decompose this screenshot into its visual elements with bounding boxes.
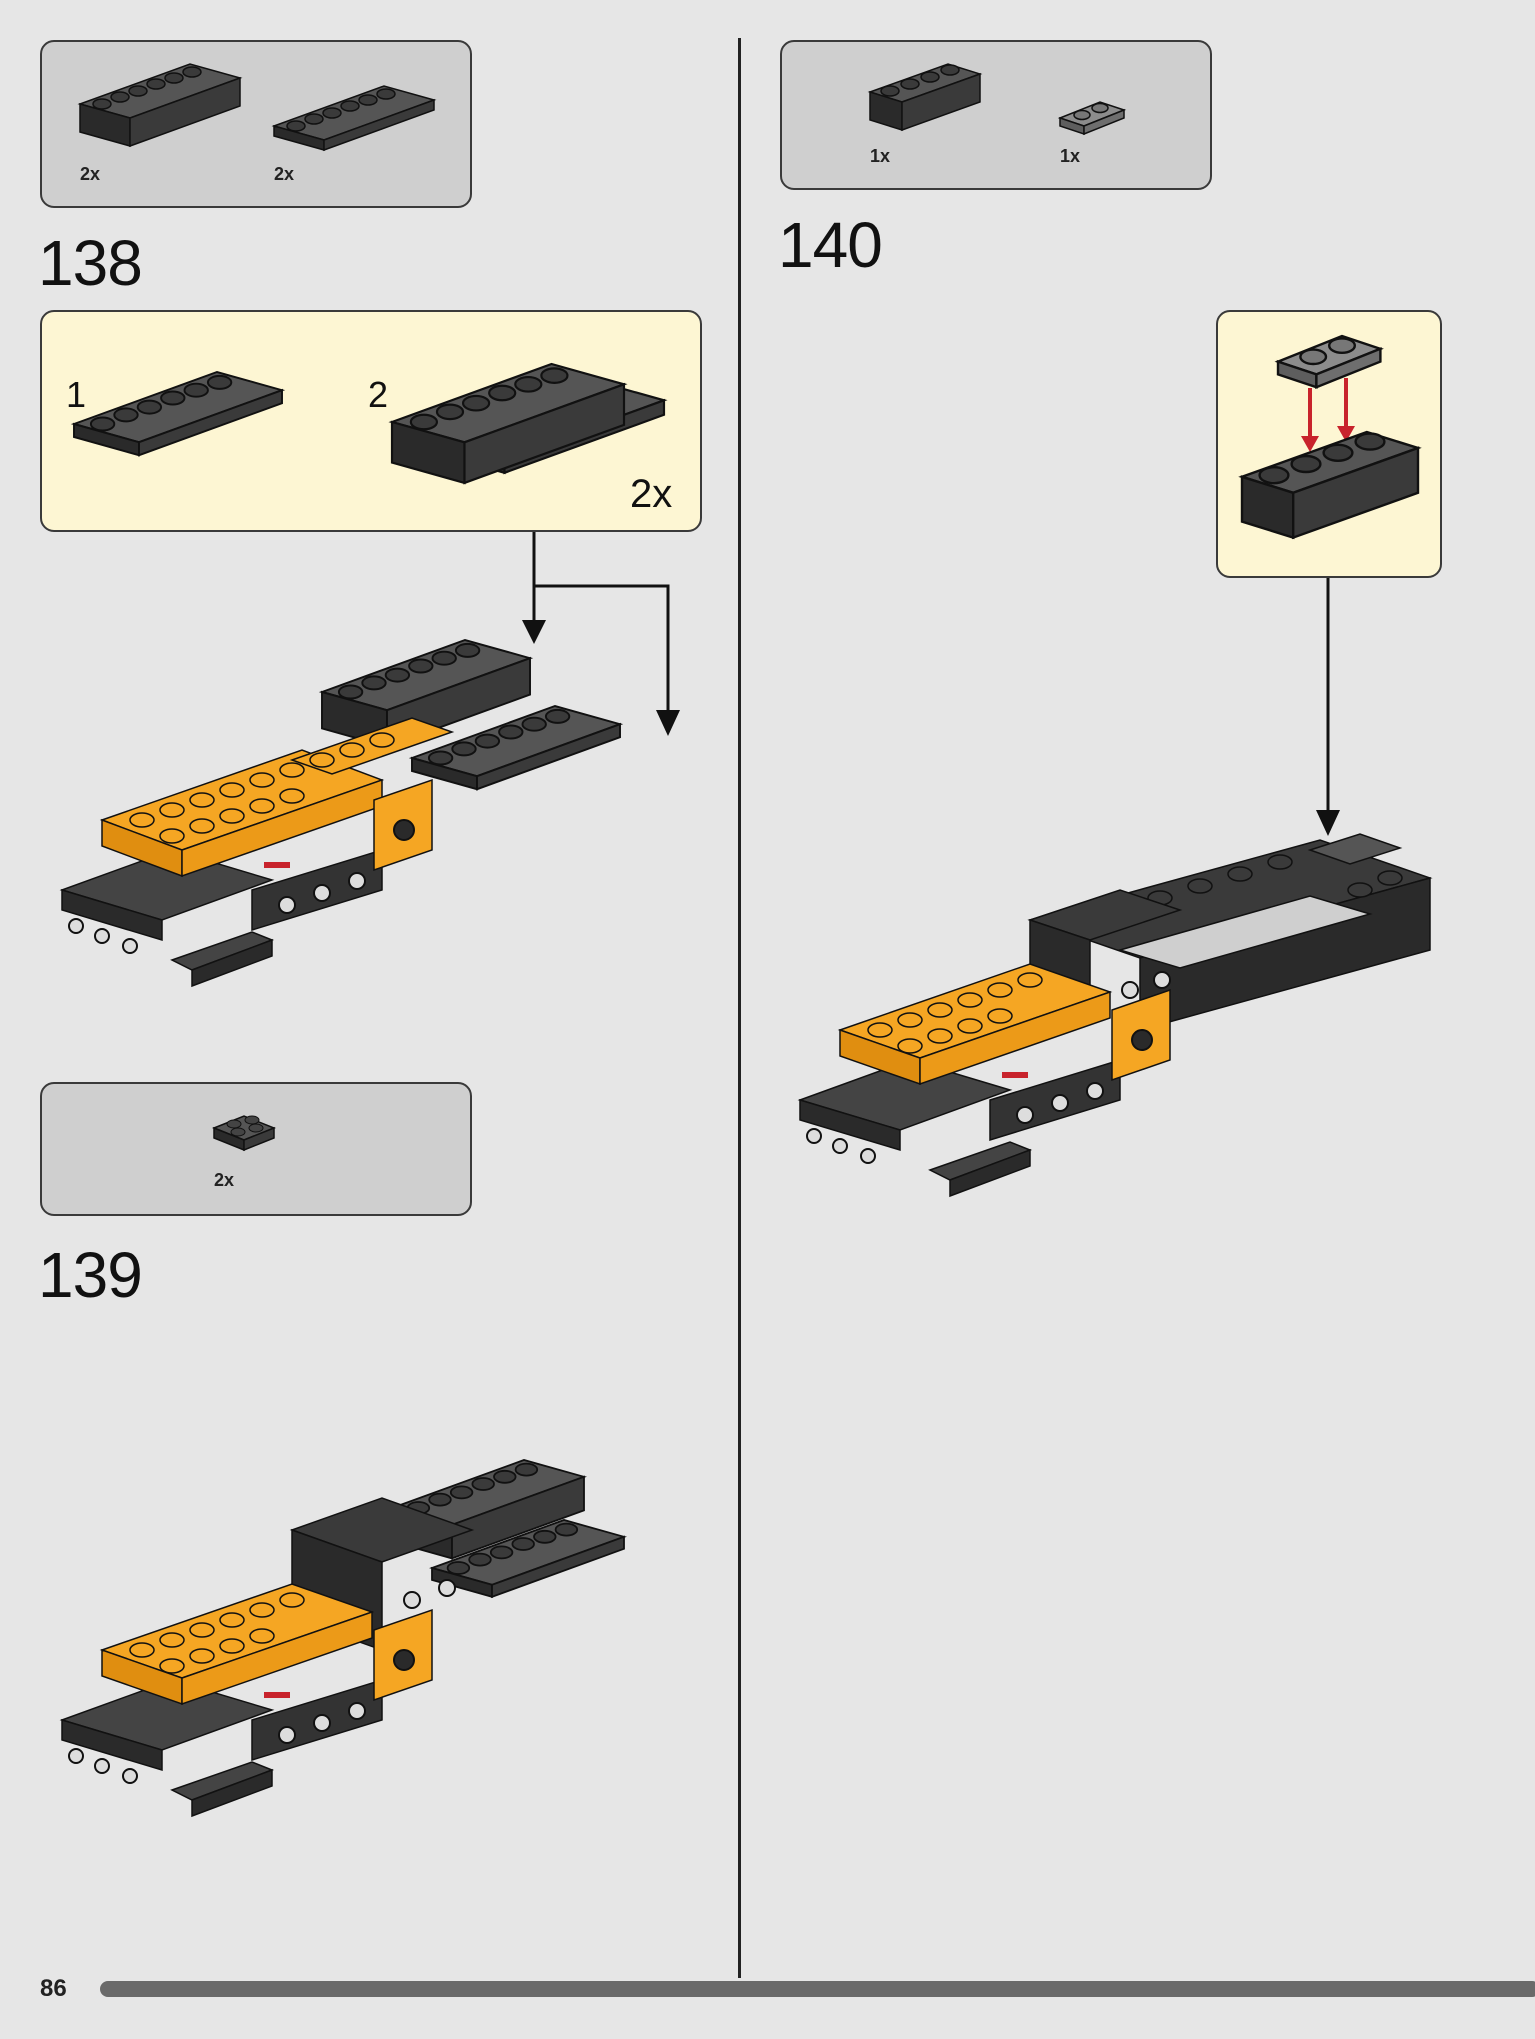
part-quantity: 2x	[214, 1170, 235, 1190]
red-placement-arrows	[1301, 378, 1355, 452]
sub-step-number: 2	[368, 374, 389, 415]
part-quantity: 1x	[870, 146, 891, 166]
dark-gray-plate-2x2-icon	[211, 1115, 277, 1152]
page-progress-bar	[100, 1981, 1535, 1997]
part-quantity: 2x	[274, 164, 295, 184]
placement-callout	[1216, 310, 1442, 578]
step-number: 138	[38, 227, 143, 299]
parts-callout-step-140: 1x 1x	[780, 40, 1212, 190]
parts-callout-step-139: 2x	[40, 1082, 472, 1216]
column-divider	[738, 38, 741, 1978]
step-140-assembly	[797, 833, 1433, 1198]
part-quantity: 2x	[80, 164, 101, 184]
parts-callout-step-138: 2x 2x	[40, 40, 472, 208]
sub-step-number: 1	[66, 374, 87, 415]
step-139-assembly	[59, 1459, 625, 1818]
page-number: 86	[40, 1975, 67, 2002]
part-quantity: 1x	[1060, 146, 1081, 166]
step-number: 140	[778, 209, 883, 281]
step-number: 139	[38, 1239, 143, 1311]
submodel-callout: 1 2 2x	[40, 310, 702, 532]
submodel-multiplier: 2x	[630, 472, 673, 516]
step-138-assembly	[59, 639, 621, 988]
